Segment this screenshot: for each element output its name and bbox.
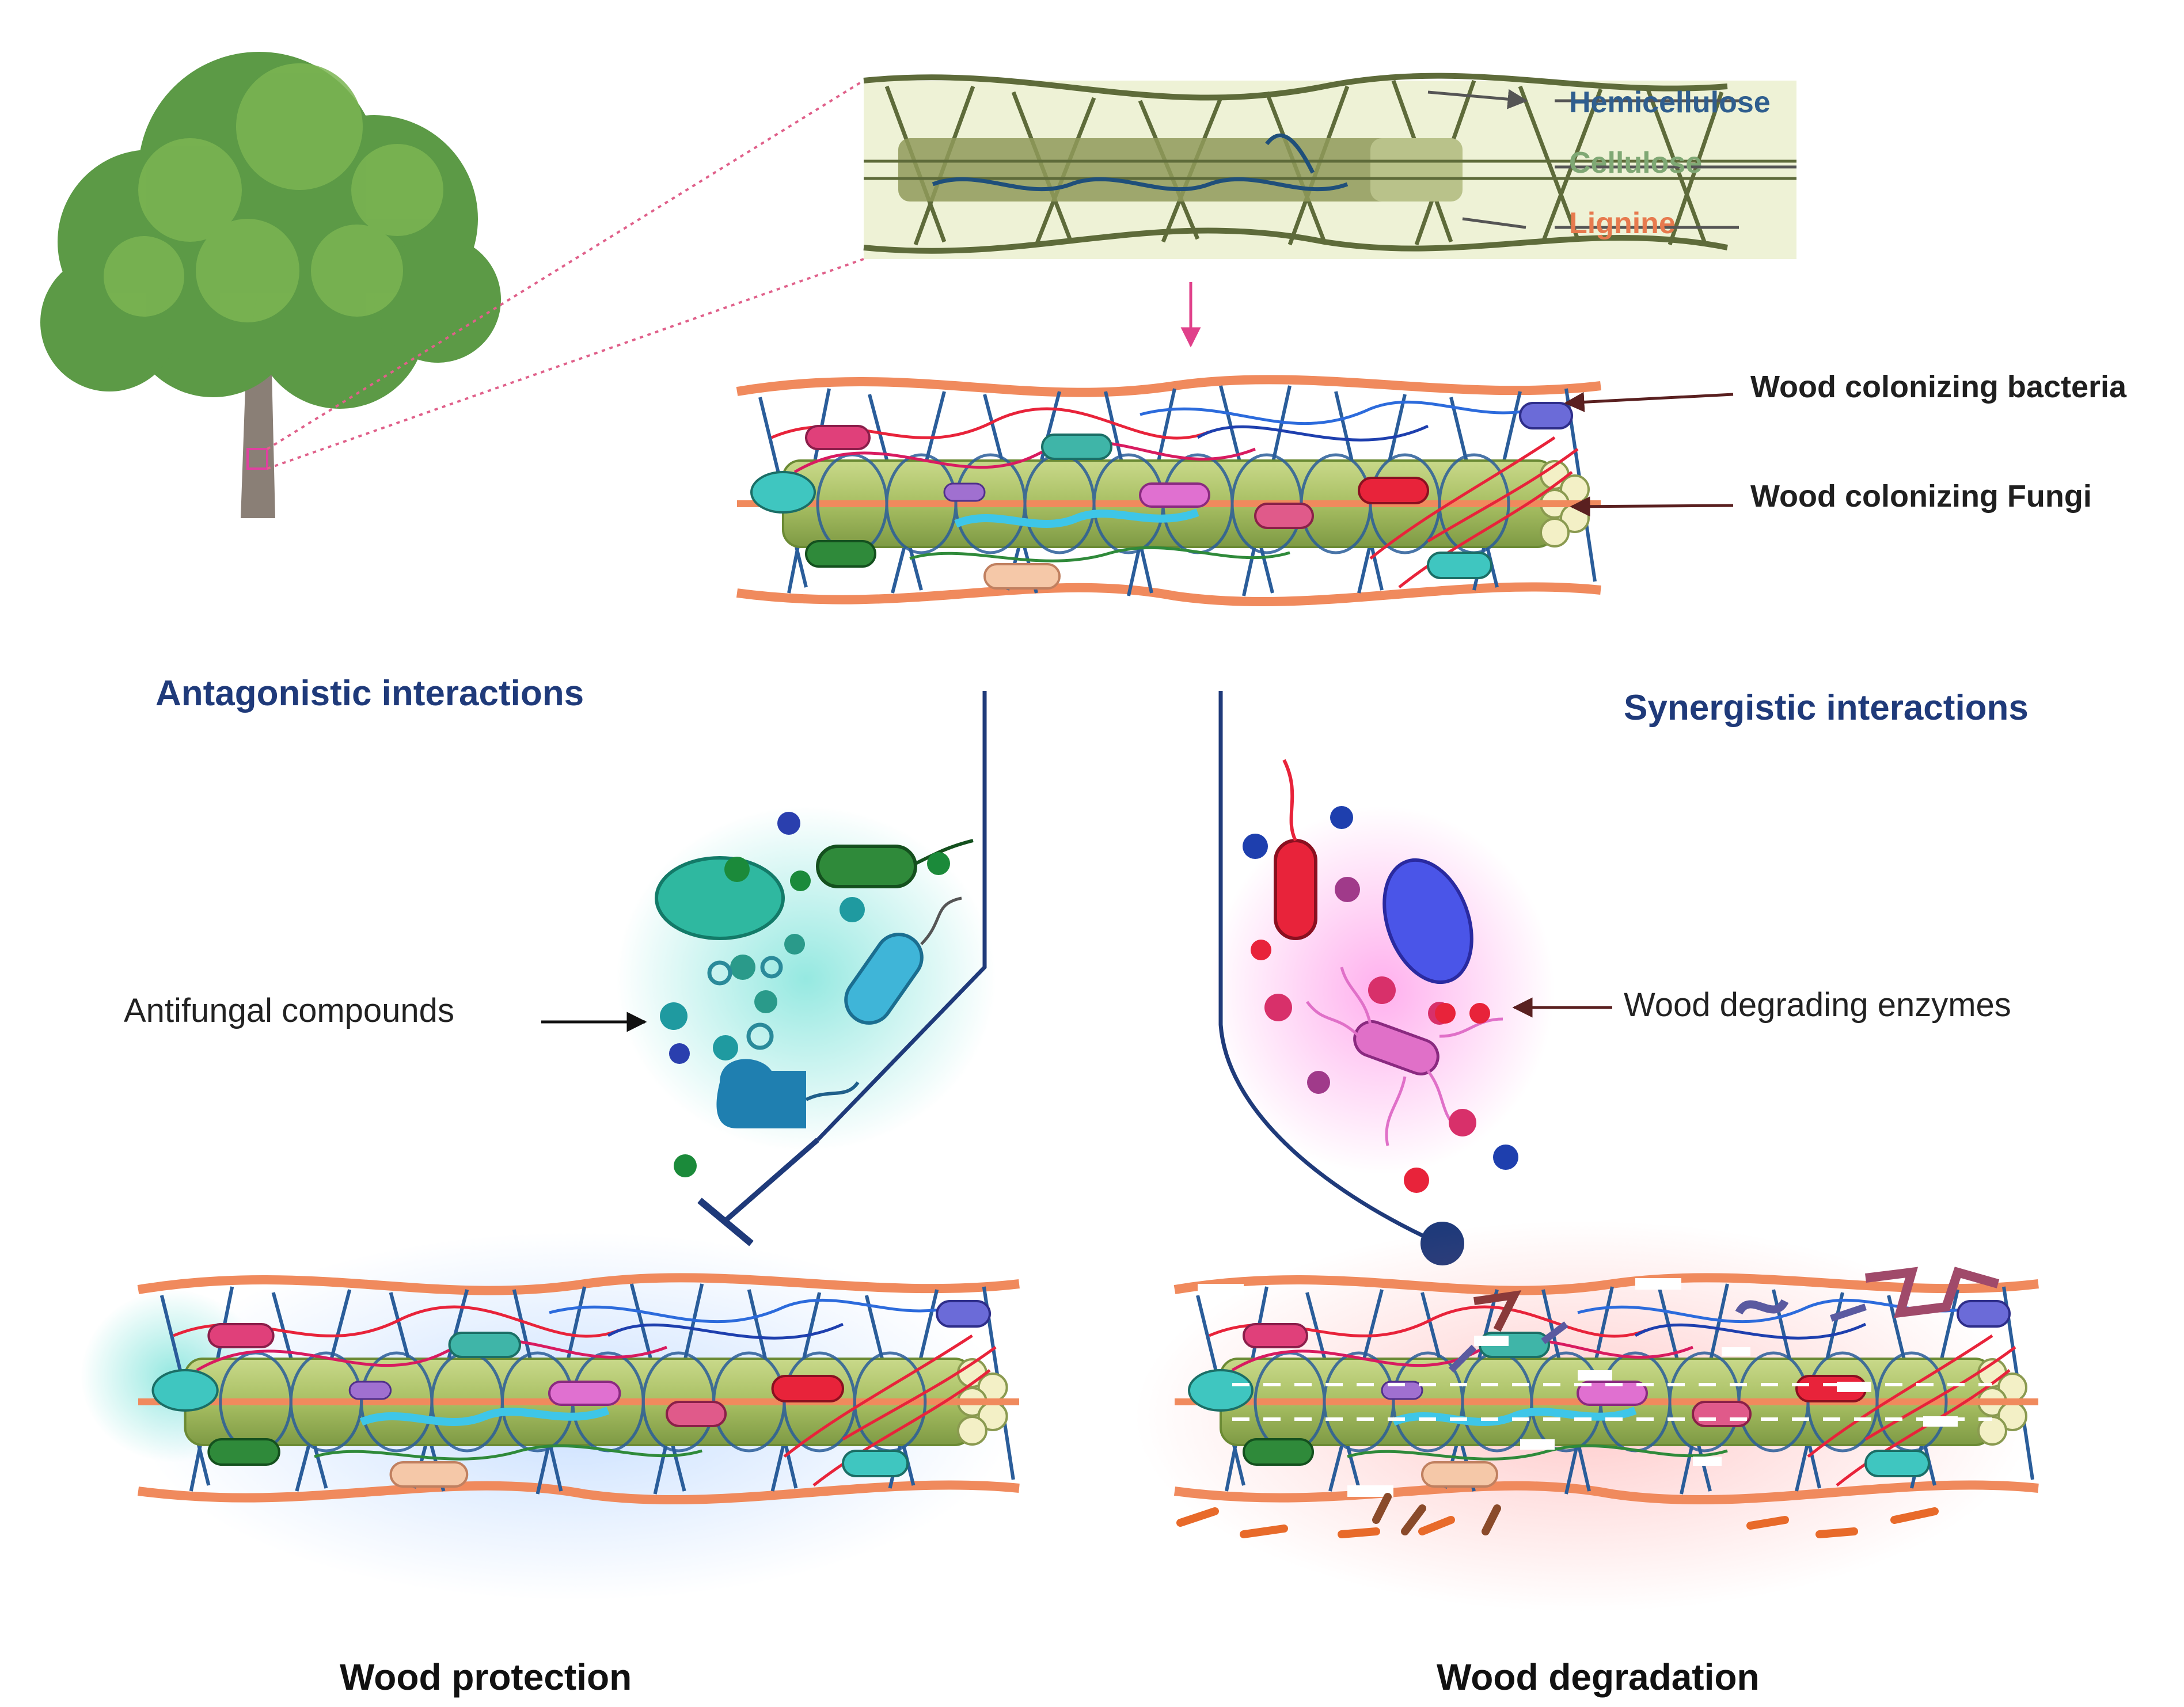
label-cellulose: Cellulose — [1569, 146, 1702, 180]
heading-synergistic-interactions: Synergistic interactions — [1624, 688, 2029, 728]
synergistic-cluster — [1209, 759, 1555, 1193]
label-wood-colonizing-fungi: Wood colonizing Fungi — [1750, 479, 2092, 514]
label-wood-degrading-enzymes: Wood degrading enzymes — [1624, 986, 2011, 1024]
zoom-marker — [246, 448, 268, 470]
label-wood-colonizing-bacteria: Wood colonizing bacteria — [1750, 370, 2127, 404]
cell-wall-structure — [863, 73, 1796, 259]
degraded-wood-fiber — [1175, 1278, 2038, 1500]
heading-antagonistic-interactions: Antagonistic interactions — [155, 674, 584, 713]
structure-pointer-lines — [1555, 99, 1796, 229]
tree-illustration — [40, 52, 501, 518]
caption-wood-protection: Wood protection — [340, 1656, 632, 1698]
enzyme-fragments — [1176, 1267, 2000, 1538]
label-lignine: Lignine — [1569, 207, 1676, 240]
inhibition-stem — [724, 1138, 819, 1223]
bacteria-pointer-arrow — [1564, 391, 1734, 412]
label-antifungal-compounds: Antifungal compounds — [124, 992, 454, 1029]
activation-line — [1218, 691, 1441, 1246]
colonized-wood-fiber — [737, 379, 1601, 602]
inhibition-bar — [697, 1197, 754, 1246]
label-hemicellulose: Hemicellulose — [1569, 86, 1771, 119]
fungi-pointer-arrow — [1570, 496, 1734, 517]
zoom-lines — [266, 79, 865, 470]
caption-wood-degradation: Wood degradation — [1437, 1656, 1760, 1698]
antagonistic-cluster — [616, 806, 996, 1177]
inhibition-line — [816, 691, 987, 1142]
